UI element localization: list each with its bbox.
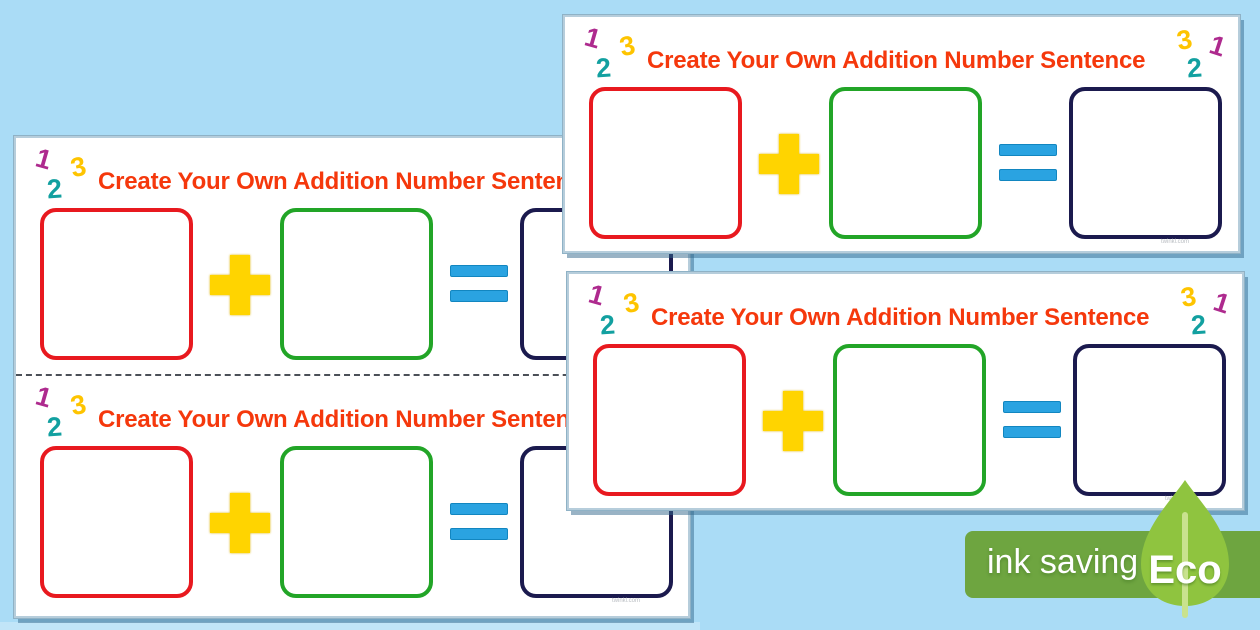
addend-box-red [593,344,746,496]
plus-icon [210,493,270,553]
twinkl-watermark: twinkl.com [1161,239,1190,245]
plus-icon [759,134,819,194]
addition-template: 1 3 2 Create Your Own Addition Number Se… [569,274,1242,508]
addend-box-red [589,87,742,239]
page-bottom-glow [0,622,700,630]
eco-leaf-icon [1141,480,1229,618]
equals-icon [450,265,508,303]
worksheet-title: Create Your Own Addition Number Sentence [98,406,597,433]
decorative-number-2: 2 [45,411,64,443]
addend-box-green [829,87,982,239]
equals-icon [450,503,508,541]
decorative-number-1: 1 [585,278,609,312]
cut-line-divider [16,374,688,376]
worksheet-title: Create Your Own Addition Number Sentence [651,304,1150,331]
decorative-number-3: 3 [67,388,89,422]
decorative-number-2: 2 [1189,309,1208,341]
sum-box-navy [1069,87,1222,239]
addition-template: 1 3 2 Create Your Own Addition Number Se… [565,17,1238,251]
equals-icon [999,144,1057,182]
plus-icon [210,255,270,315]
worksheet-title: Create Your Own Addition Number Sentence [647,47,1146,74]
plus-icon [763,391,823,451]
decorative-number-3: 3 [620,286,642,320]
worksheet-card-top-right: 1 3 2 Create Your Own Addition Number Se… [563,15,1240,253]
decorative-number-3: 3 [67,150,89,184]
decorative-number-2: 2 [1185,52,1204,84]
ink-saving-label: ink saving [987,543,1139,581]
decorative-number-1: 1 [581,21,605,55]
decorative-number-3: 3 [1174,23,1195,57]
twinkl-watermark: twinkl.com [612,598,641,604]
eco-label: Eco [1148,548,1222,592]
equals-icon [1003,401,1061,439]
addend-box-green [280,208,433,360]
worksheet-title: Create Your Own Addition Number Sentence [98,168,597,195]
decorative-number-3: 3 [1178,280,1199,314]
decorative-number-2: 2 [598,309,617,341]
sum-box-navy [1073,344,1226,496]
decorative-number-1: 1 [32,380,56,414]
addend-box-red [40,446,193,598]
addend-box-red [40,208,193,360]
decorative-number-3: 3 [616,29,638,63]
decorative-number-1: 1 [1205,29,1230,63]
decorative-number-2: 2 [594,52,613,84]
decorative-number-1: 1 [32,142,56,176]
decorative-number-2: 2 [45,173,64,205]
decorative-number-1: 1 [1209,286,1234,320]
addend-box-green [280,446,433,598]
worksheet-card-bottom-right: 1 3 2 Create Your Own Addition Number Se… [567,272,1244,510]
addend-box-green [833,344,986,496]
